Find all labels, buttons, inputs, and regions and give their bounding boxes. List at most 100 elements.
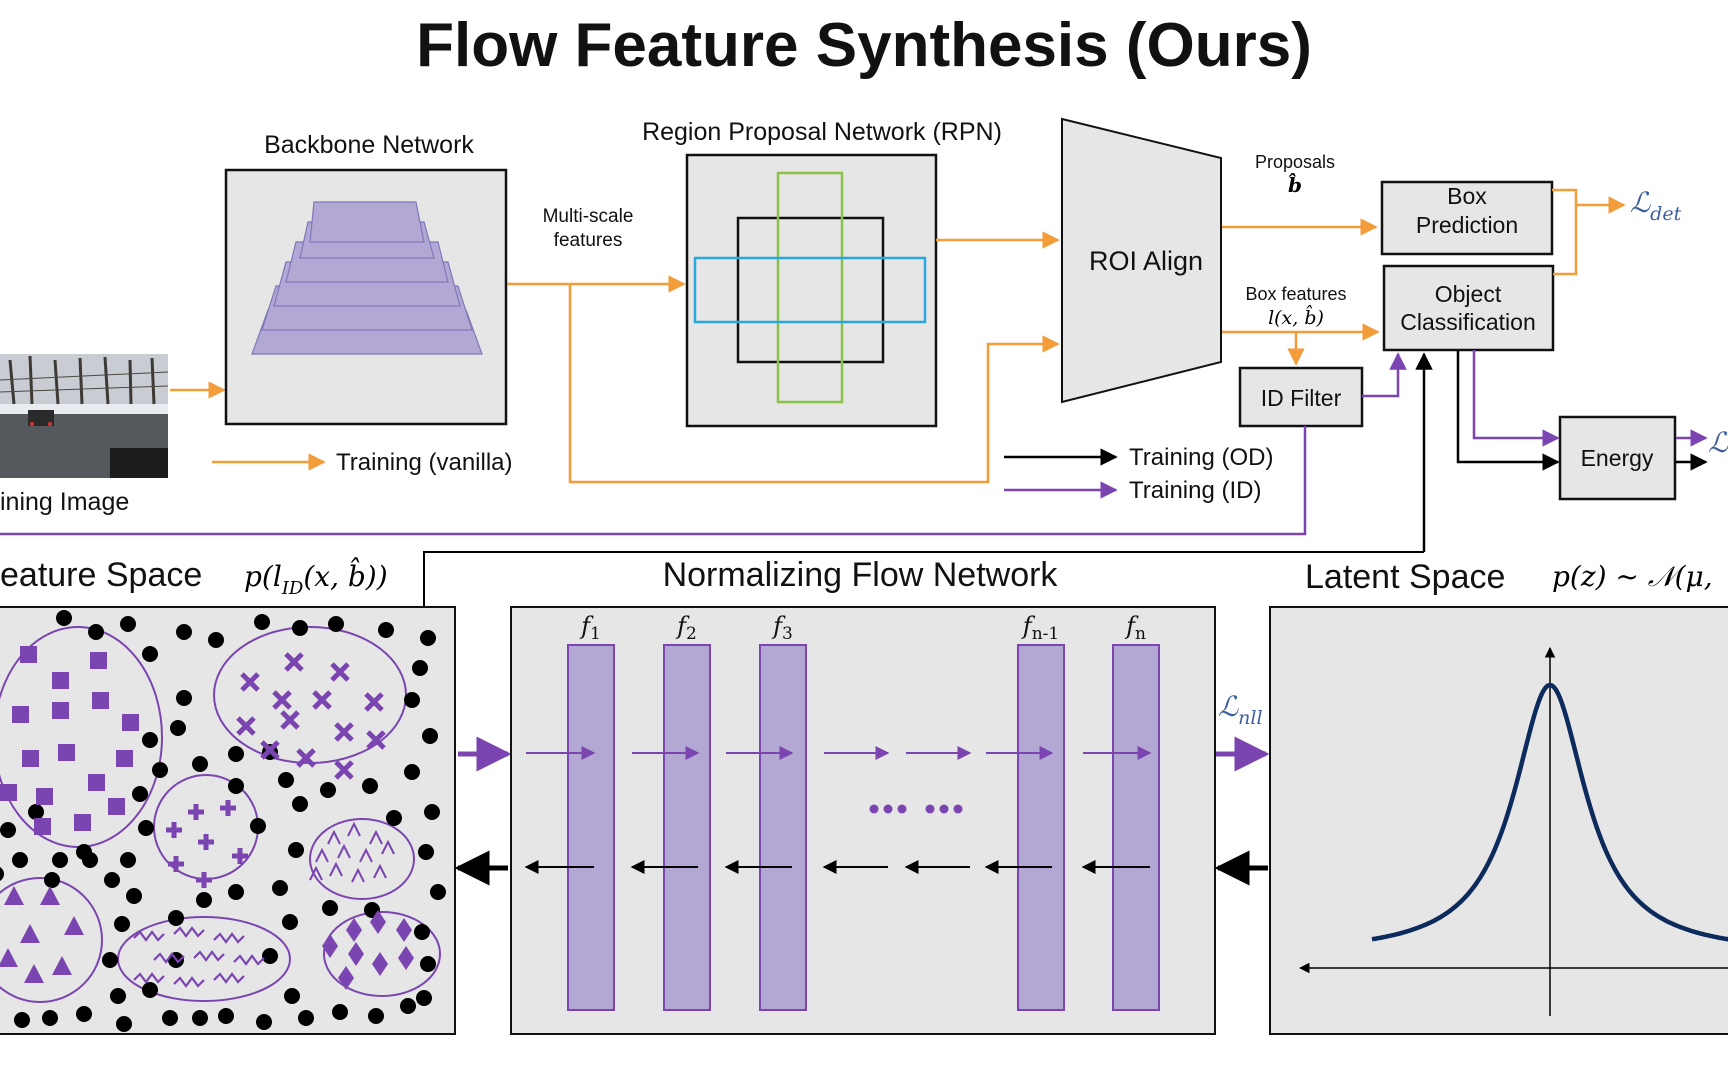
- feature-dot: [362, 778, 378, 794]
- feature-dot: [138, 820, 154, 836]
- object-classification-label-2: Classification: [1400, 309, 1536, 335]
- roi-align-label: ROI Align: [1089, 246, 1203, 276]
- feature-wave: [153, 952, 185, 964]
- flow-layer-2: [663, 644, 711, 1011]
- feature-caret: [337, 843, 351, 859]
- feature-diamond: [322, 934, 338, 958]
- arrow-backbone-to-roi: [568, 284, 1060, 484]
- feature-dot: [0, 867, 4, 881]
- latent-space-label: Latent Space: [1305, 558, 1505, 596]
- feature-dot: [292, 796, 308, 812]
- feature-wave: [233, 954, 265, 966]
- feature-dot: [208, 632, 224, 648]
- arrow-id-filter-to-feature-space: [0, 426, 1307, 536]
- feature-diamond: [370, 910, 386, 934]
- feature-triangle: [40, 886, 60, 905]
- feature-caret: [381, 839, 395, 855]
- multiscale-label-2: features: [554, 230, 623, 251]
- feature-plus-mark: [166, 822, 182, 838]
- rpn-anchor-blue: [693, 256, 927, 324]
- feature-dot: [292, 620, 308, 636]
- feature-x-mark: [364, 692, 384, 712]
- training-image: [0, 354, 169, 478]
- rpn-box: [685, 153, 938, 428]
- feature-dot: [114, 916, 130, 932]
- feature-x-mark: [334, 722, 354, 742]
- feature-caret: [329, 861, 343, 877]
- feature-caret: [369, 829, 383, 845]
- flow-layer-3: [759, 644, 807, 1011]
- feature-square: [74, 814, 91, 831]
- feature-caret: [347, 821, 361, 837]
- backbone-label: Backbone Network: [264, 131, 474, 159]
- feature-dot: [418, 844, 434, 860]
- feature-dot: [400, 998, 416, 1014]
- latent-space-formula: p(z) ~ 𝒩(μ,: [1552, 560, 1713, 593]
- ellipsis-dot: [897, 804, 907, 814]
- ellipsis-dot: [883, 804, 893, 814]
- ellipsis-dot: [939, 804, 949, 814]
- feature-dot: [272, 880, 288, 896]
- feature-dot: [126, 888, 142, 904]
- box-features-symbol: l(x, b̂): [1268, 304, 1324, 329]
- feature-caret: [327, 829, 341, 845]
- feature-square: [90, 652, 107, 669]
- rpn-label: Region Proposal Network (RPN): [642, 118, 1002, 146]
- feature-dot: [368, 1008, 384, 1024]
- feature-dot: [196, 892, 212, 908]
- feature-dot: [142, 646, 158, 662]
- feature-dot: [424, 804, 440, 820]
- feature-dot: [162, 1010, 178, 1026]
- feature-dot: [192, 756, 208, 772]
- feature-dot: [14, 1012, 30, 1028]
- feature-dot: [120, 616, 136, 632]
- feature-dot: [102, 952, 118, 968]
- feature-square: [116, 750, 133, 767]
- feature-x-mark: [240, 672, 260, 692]
- ellipsis-dot: [953, 804, 963, 814]
- feature-triangle: [20, 924, 40, 943]
- feature-dot: [28, 804, 44, 820]
- latent-space-panel: [1269, 606, 1728, 1035]
- feature-dot: [52, 852, 68, 868]
- legend-od-label: Training (OD): [1129, 444, 1273, 471]
- arrow-id-filter-to-classification: [1362, 352, 1407, 398]
- feature-dot: [176, 624, 192, 640]
- feature-diamond: [346, 918, 362, 942]
- feature-square: [122, 714, 139, 731]
- feature-plus-mark: [196, 872, 212, 888]
- feature-wave: [133, 972, 165, 984]
- feature-dot: [256, 1014, 272, 1030]
- multiscale-label-1: Multi-scale: [543, 206, 634, 227]
- feature-dot: [0, 822, 16, 838]
- line-latent-connector: [423, 551, 1424, 606]
- feature-dot: [228, 884, 244, 900]
- gaussian-curve: [1371, 682, 1728, 942]
- feature-dot: [142, 982, 158, 998]
- feature-diamond: [398, 946, 414, 970]
- feature-dot: [416, 990, 432, 1006]
- feature-space-label: eature Space: [0, 556, 202, 594]
- box-prediction-box: [1380, 180, 1554, 256]
- box-features-label: Box features: [1245, 284, 1346, 304]
- loss-nll: ℒnll: [1218, 690, 1263, 729]
- arrow-to-det-loss: [1552, 188, 1578, 276]
- feature-triangle: [0, 948, 18, 967]
- feature-wave: [213, 932, 245, 944]
- feature-x-mark: [260, 740, 280, 760]
- feature-triangle: [64, 916, 84, 935]
- feature-pyramid: [251, 201, 483, 355]
- feature-dot: [254, 614, 270, 630]
- feature-dot: [76, 844, 92, 860]
- box-prediction-label-2: Prediction: [1416, 212, 1518, 238]
- id-filter-label: ID Filter: [1261, 385, 1342, 411]
- feature-dot: [298, 1010, 314, 1026]
- feature-dot: [420, 630, 436, 646]
- feature-plus-mark: [188, 804, 204, 820]
- feature-dot: [110, 988, 126, 1004]
- flow-layer-1: [567, 644, 615, 1011]
- feature-x-mark: [236, 716, 256, 736]
- feature-dot: [422, 728, 438, 744]
- feature-wave: [173, 976, 205, 988]
